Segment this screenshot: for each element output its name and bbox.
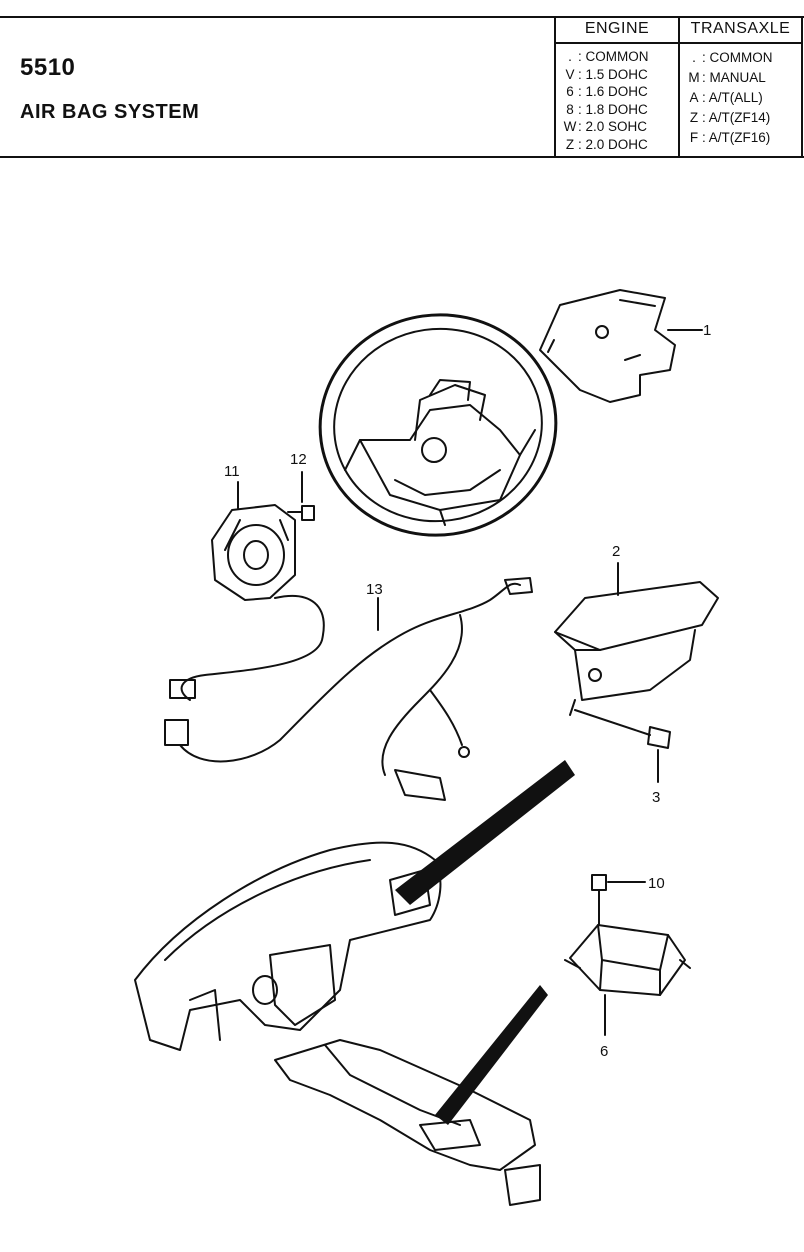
transaxle-item: A: A/T(ALL) <box>689 90 763 105</box>
bolt-12 <box>287 505 315 521</box>
engine-header: ENGINE <box>584 20 650 37</box>
callout-3: 3 <box>652 789 660 806</box>
connector <box>169 679 196 699</box>
callout-12: 12 <box>290 451 307 468</box>
transaxle-header-rule <box>678 42 803 44</box>
callout-1: 1 <box>703 322 711 339</box>
callout-6: 6 <box>600 1043 608 1060</box>
engine-item: Z: 2.0 DOHC <box>565 136 648 152</box>
pointer-band-airbag <box>395 760 575 905</box>
clock-spring <box>211 504 296 601</box>
engine-item: W: 2.0 SOHC <box>563 119 648 134</box>
engine-item: .: COMMON <box>568 49 649 64</box>
section-code: 5510 <box>20 54 76 81</box>
divider-right <box>801 18 803 158</box>
callout-11: 11 <box>224 463 240 480</box>
floor-console <box>274 1039 541 1206</box>
callout-13: 13 <box>366 581 383 598</box>
steering-wheel <box>318 313 558 537</box>
section-title: AIR BAG SYSTEM <box>20 101 200 123</box>
engine-item: 6: 1.6 DOHC <box>566 84 648 99</box>
callout-10: 10 <box>648 875 665 892</box>
passenger-airbag <box>554 581 719 716</box>
engine-item: 8: 1.8 DOHC <box>566 101 648 117</box>
airbag-control-unit <box>564 924 691 996</box>
divider-engine <box>554 18 556 158</box>
exploded-diagram: 1 2 3 6 10 11 12 13 <box>134 289 719 1206</box>
transaxle-header: TRANSAXLE <box>690 20 791 37</box>
header-panel: 5510 AIR BAG SYSTEM ENGINE .: COMMON V: … <box>0 16 804 158</box>
engine-header-rule <box>554 42 678 44</box>
callout-2: 2 <box>612 543 620 560</box>
connector <box>164 719 189 746</box>
engine-list: .: COMMON V: 1.5 DOHC 6: 1.6 DOHC 8: 1.8… <box>562 48 649 153</box>
transaxle-item: F: A/T(ZF16) <box>689 130 771 145</box>
bolt-10 <box>591 874 607 926</box>
pointer-band-control-unit <box>435 985 548 1125</box>
transaxle-item: M: MANUAL <box>688 70 766 85</box>
divider-transaxle <box>678 18 680 158</box>
bolt-3 <box>574 709 671 749</box>
transaxle-list: .: COMMON M: MANUAL A: A/T(ALL) Z: A/T(Z… <box>686 48 773 148</box>
main-wiring-harness <box>179 577 533 801</box>
clock-spring-cable <box>180 594 325 701</box>
instrument-panel <box>134 841 442 1051</box>
transaxle-item: Z: A/T(ZF14) <box>689 110 771 125</box>
engine-item: V: 1.5 DOHC <box>565 66 648 82</box>
transaxle-item: .: COMMON <box>692 50 773 65</box>
driver-airbag-module <box>539 289 676 403</box>
